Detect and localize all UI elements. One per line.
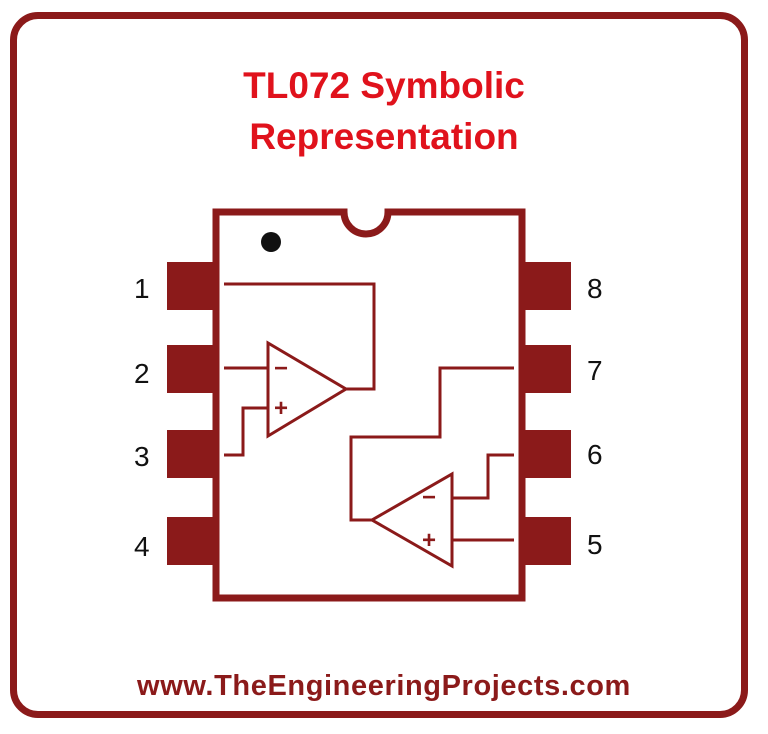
pin-4 bbox=[167, 517, 216, 565]
pin-label-3: 3 bbox=[134, 441, 150, 472]
opamp-b-plus-sign: + bbox=[422, 527, 436, 554]
footer-website: www.TheEngineeringProjects.com bbox=[137, 670, 631, 702]
pin-6 bbox=[522, 430, 571, 478]
pin-2 bbox=[167, 345, 216, 393]
opamp-b-minus-sign: − bbox=[422, 484, 436, 511]
pin-label-2: 2 bbox=[134, 358, 150, 389]
opamp-b-inverting-input bbox=[452, 453, 514, 500]
pin-label-8: 8 bbox=[587, 273, 603, 304]
opamp-a-plus-sign: + bbox=[274, 395, 288, 422]
pin-1 bbox=[167, 262, 216, 310]
outer-frame bbox=[10, 12, 748, 718]
title-line-1: TL072 Symbolic bbox=[243, 65, 525, 106]
pin-8 bbox=[522, 262, 571, 310]
pin-7 bbox=[522, 345, 571, 393]
title-line-2: Representation bbox=[249, 116, 519, 157]
opamp-a-output-feedback bbox=[224, 282, 376, 391]
pin1-indicator-dot bbox=[261, 232, 281, 252]
opamp-b-triangle bbox=[368, 471, 454, 569]
opamp-a-triangle bbox=[266, 340, 349, 439]
pin-3 bbox=[167, 430, 216, 478]
pin-label-7: 7 bbox=[587, 355, 603, 386]
opamp-a-minus-sign: − bbox=[274, 355, 288, 382]
pin-label-6: 6 bbox=[587, 439, 603, 470]
pin-label-4: 4 bbox=[134, 531, 150, 562]
opamp-a-noninverting-input bbox=[224, 406, 268, 457]
opamp-b-output-feedback bbox=[349, 366, 514, 522]
chip-body bbox=[212, 208, 526, 602]
pin-label-1: 1 bbox=[134, 273, 150, 304]
pin-5 bbox=[522, 517, 571, 565]
pin-label-5: 5 bbox=[587, 529, 603, 560]
